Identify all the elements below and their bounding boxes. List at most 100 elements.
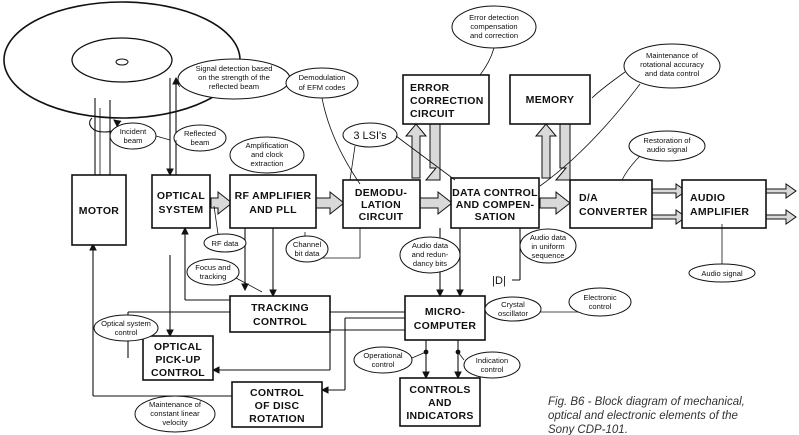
svg-text:CONVERTER: CONVERTER [579,206,648,218]
svg-text:oscillator: oscillator [498,309,528,318]
block-da-converter: D/A CONVERTER [569,179,653,229]
svg-text:reflected beam: reflected beam [209,82,259,91]
note-restoration-audio: Restoration of audio signal [621,130,706,181]
svg-text:Maintenance of: Maintenance of [646,51,699,60]
note-maintenance-rotational: Maintenance of rotational accuracy and d… [539,43,721,187]
svg-text:Fig. B6 - Block diagram of mec: Fig. B6 - Block diagram of mechanical, [548,396,745,408]
block-disc-rotation: CONTROL OF DISC ROTATION [231,381,323,428]
svg-text:ERROR: ERROR [410,82,450,94]
svg-text:D/A: D/A [579,192,598,204]
svg-text:AND: AND [428,397,452,409]
note-crystal: Crystal oscillator [484,296,542,322]
note-demodulation-efm: Demodulation of EFM codes [285,67,361,185]
svg-text:MICRO-: MICRO- [425,306,465,318]
svg-text:MEMORY: MEMORY [526,94,575,106]
svg-text:audio signal: audio signal [647,145,688,154]
svg-text:CONTROL: CONTROL [151,367,205,379]
svg-text:CONTROLS: CONTROLS [409,384,470,396]
svg-text:Incident: Incident [120,127,147,136]
svg-text:dancy bits: dancy bits [413,259,447,268]
svg-text:Demodulation: Demodulation [299,73,346,82]
svg-text:in uniform: in uniform [531,242,564,251]
crystal-symbol: |D| [486,271,512,288]
note-reflected-beam: Reflected beam [173,124,227,152]
block-rf-amplifier: RF AMPLIFIER AND PLL [229,174,317,229]
svg-text:beam: beam [191,138,210,147]
svg-text:AUDIO: AUDIO [690,192,725,204]
svg-text:INDICATORS: INDICATORS [406,410,473,422]
svg-text:control: control [372,360,395,369]
svg-text:CONTROL: CONTROL [250,387,304,399]
note-channel-bit: Channel bit data [285,235,329,263]
note-optical-system-control: Optical system control [93,314,159,342]
note-amplification: Amplification and clock extraction [229,136,305,174]
note-indication-control: Indication control [457,351,521,379]
svg-text:LATION: LATION [361,199,401,211]
note-audio-uniform: Audio data in uniform sequence [519,228,577,264]
note-three-lsis: 3 LSI's [342,122,456,181]
figure-caption: Fig. B6 - Block diagram of mechanical, o… [548,396,745,435]
svg-text:compensation: compensation [470,22,517,31]
block-demodulation: DEMODU- LATION CIRCUIT [342,179,421,229]
note-error-detection: Error detection compensation and correct… [451,5,537,76]
svg-text:Sony CDP-101.: Sony CDP-101. [548,424,628,435]
signal-path-arrows [210,123,797,225]
svg-text:SATION: SATION [475,211,516,223]
block-data-control: DATA CONTROL AND COMPEN- SATION [450,177,540,229]
svg-text:SYSTEM: SYSTEM [159,204,204,216]
svg-text:PICK-UP: PICK-UP [155,354,200,366]
svg-text:CONTROL: CONTROL [253,316,307,328]
svg-text:extraction: extraction [251,159,284,168]
svg-text:Audio signal: Audio signal [701,269,743,278]
svg-text:RF AMPLIFIER: RF AMPLIFIER [235,190,312,202]
svg-text:control: control [115,328,138,337]
block-error-correction: ERROR CORRECTION CIRCUIT [402,74,490,125]
note-audio-signal: Audio signal [688,224,756,283]
svg-text:and redun-: and redun- [412,250,449,259]
note-rf-data: RF data [203,205,247,253]
svg-text:RF data: RF data [211,239,239,248]
svg-text:constant linear: constant linear [150,409,200,418]
svg-text:DATA CONTROL: DATA CONTROL [452,187,538,199]
note-audio-redundancy: Audio data and redun- dancy bits [399,236,461,274]
beam-lines [166,76,180,177]
svg-text:Amplification: Amplification [245,141,288,150]
svg-text:DEMODU-: DEMODU- [355,187,407,199]
block-tracking-control: TRACKING CONTROL [229,295,331,333]
block-memory: MEMORY [509,74,591,125]
note-incident-beam: Incident beam [109,122,171,150]
svg-text:Electronic: Electronic [583,293,617,302]
svg-text:Error detection: Error detection [469,13,519,22]
svg-text:bit data: bit data [295,249,321,258]
svg-text:sequence: sequence [532,251,565,260]
svg-text:control: control [589,302,612,311]
svg-text:Channel: Channel [293,240,322,249]
svg-text:Focus and: Focus and [195,263,230,272]
svg-text:COMPUTER: COMPUTER [414,320,477,332]
block-controls-indicators: CONTROLS AND INDICATORS [399,377,481,427]
svg-text:OPTICAL: OPTICAL [154,341,202,353]
svg-text:optical and electronic element: optical and electronic elements of the [548,410,738,422]
svg-text:OPTICAL: OPTICAL [157,190,205,202]
svg-text:MOTOR: MOTOR [79,205,120,217]
svg-text:and clock: and clock [251,150,283,159]
note-constant-velocity: Maintenance of constant linear velocity [134,395,216,433]
svg-text:|D|: |D| [492,275,506,287]
note-operational-control: Operational control [353,346,427,374]
svg-text:CIRCUIT: CIRCUIT [410,108,455,120]
svg-text:Audio data: Audio data [530,233,567,242]
block-optical-system: OPTICAL SYSTEM [151,174,211,229]
svg-text:of EFM codes: of EFM codes [299,83,346,92]
note-electronic-control: Electronic control [568,287,632,317]
svg-text:Indication: Indication [476,356,509,365]
svg-text:Audio data: Audio data [412,241,449,250]
svg-text:ROTATION: ROTATION [249,413,305,425]
svg-text:rotational accuracy: rotational accuracy [640,60,704,69]
block-motor: MOTOR [71,174,127,246]
svg-text:Crystal: Crystal [501,300,525,309]
svg-text:and data control: and data control [645,69,700,78]
disc [3,1,241,175]
svg-text:3 LSI's: 3 LSI's [353,130,387,142]
block-optical-pickup-control: OPTICAL PICK-UP CONTROL [142,335,214,381]
